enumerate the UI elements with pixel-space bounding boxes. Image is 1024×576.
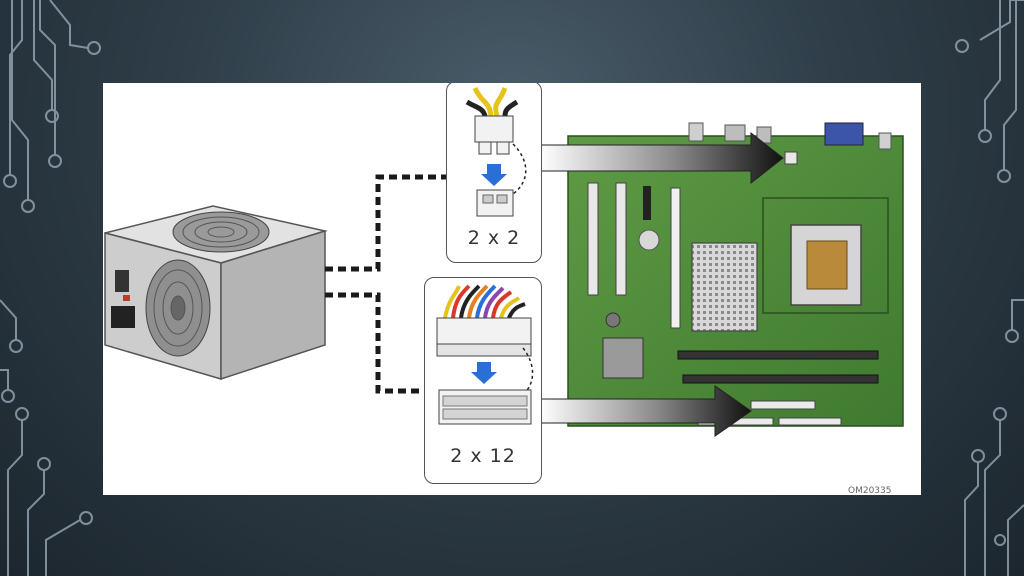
figure-code: OM20335 [848,486,892,495]
power-supply [104,205,328,381]
diagram-panel: 2 x 2 2 x 12 OM20335 [103,83,921,495]
power-cables [325,174,448,394]
atx12v-connector-icon [465,86,527,217]
connector-2x12-callout: 2 x 12 [424,277,542,484]
connector-2x2-label: 2 x 2 [467,227,521,249]
connector-2x2-callout: 2 x 2 [446,83,542,263]
atx-main-connector-icon [436,284,534,425]
connector-2x12-label: 2 x 12 [450,445,516,467]
connection-diagram [104,122,904,437]
connector-arrows [539,131,784,437]
motherboard [567,122,904,427]
